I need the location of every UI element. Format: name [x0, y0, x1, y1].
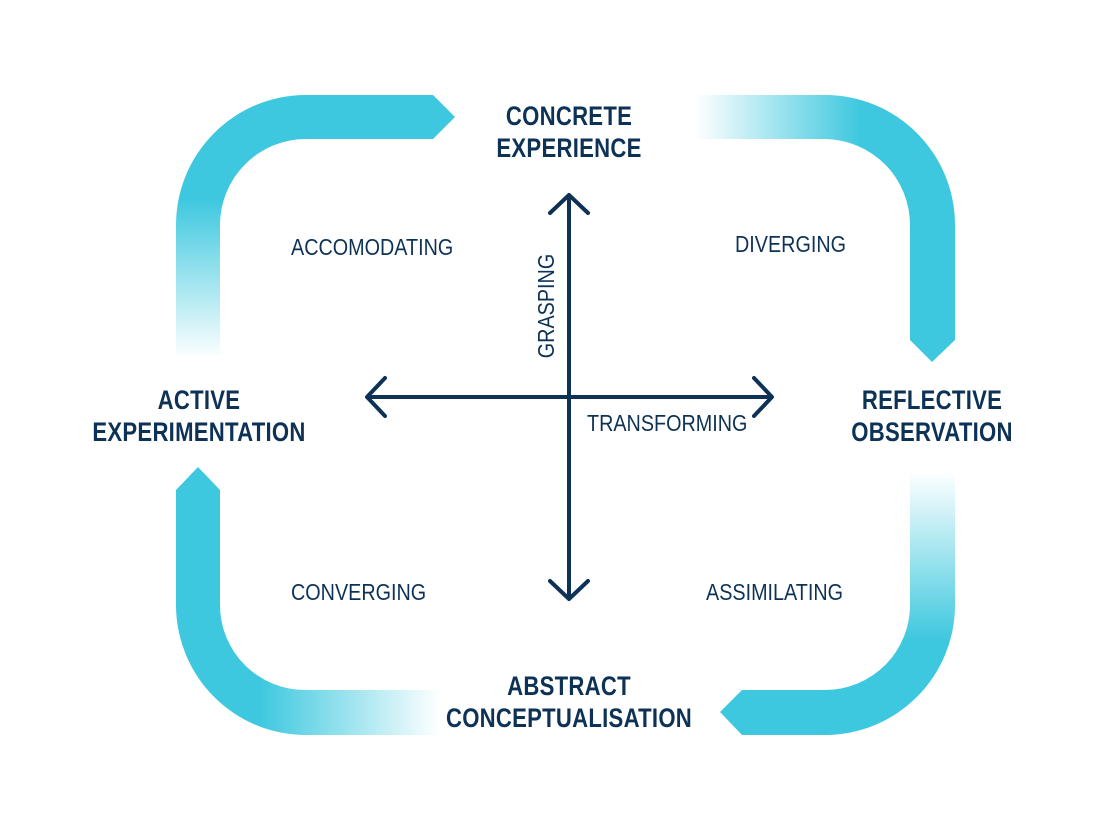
stage-concrete-experience: CONCRETE EXPERIENCE — [496, 100, 641, 164]
style-diverging: DIVERGING — [735, 231, 847, 257]
cycle-arrow-bottom-left — [176, 467, 440, 735]
style-converging: CONVERGING — [291, 579, 427, 605]
vertical-axis-bottom-arrowhead — [548, 579, 590, 601]
vertical-axis-top-arrowhead — [548, 193, 590, 215]
horizontal-axis-right-arrowhead — [752, 376, 774, 418]
stage-active-experimentation: ACTIVE EXPERIMENTATION — [92, 384, 305, 448]
style-accommodating: ACCOMODATING — [291, 234, 454, 260]
stage-reflective-observation-line1: REFLECTIVE — [861, 385, 1003, 415]
stage-active-experimentation-line2: EXPERIMENTATION — [92, 417, 306, 447]
axis-label-grasping: GRASPING — [533, 253, 559, 359]
stage-abstract-conceptualisation-line1: ABSTRACT — [507, 671, 631, 701]
axes — [365, 193, 774, 601]
stage-reflective-observation: REFLECTIVE OBSERVATION — [851, 384, 1012, 448]
stage-active-experimentation-line1: ACTIVE — [157, 385, 241, 415]
cycle-arrow-top-right — [695, 95, 955, 362]
stage-reflective-observation-line2: OBSERVATION — [851, 417, 1013, 447]
cycle-arrow-top-left — [176, 95, 455, 355]
horizontal-axis-left-arrowhead — [365, 376, 387, 418]
axis-label-transforming: TRANSFORMING — [587, 410, 748, 436]
style-assimilating: ASSIMILATING — [706, 579, 844, 605]
stage-concrete-experience-line1: CONCRETE — [505, 101, 633, 131]
stage-abstract-conceptualisation-line2: CONCEPTUALISATION — [445, 703, 693, 733]
stage-abstract-conceptualisation: ABSTRACT CONCEPTUALISATION — [446, 670, 692, 734]
cycle-arrow-bottom-right — [720, 472, 955, 735]
stage-concrete-experience-line2: EXPERIENCE — [496, 133, 642, 163]
